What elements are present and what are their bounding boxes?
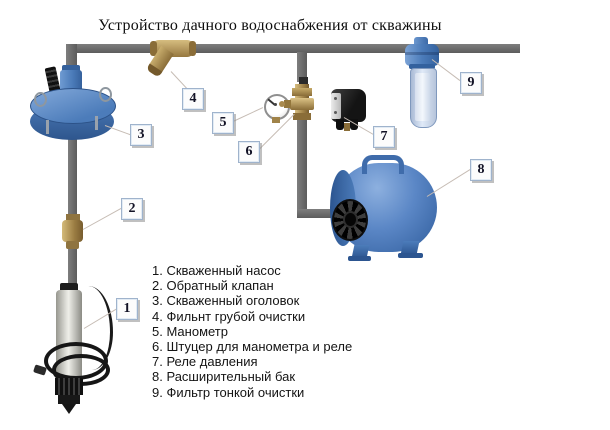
fine-filter-head	[405, 44, 439, 66]
legend-item: 8. Расширительный бак	[152, 369, 296, 385]
fine-filter-collar	[409, 64, 435, 69]
well-head-clamp	[62, 65, 80, 72]
expansion-tank-foot	[398, 253, 423, 258]
manifold-hex	[290, 98, 314, 110]
well-head-bolt	[46, 120, 49, 134]
pump-tip	[62, 404, 76, 414]
fine-filter-cartridge	[415, 73, 430, 121]
diagram-title: Устройство дачного водоснабжения от сква…	[98, 17, 442, 34]
pipe-well-vertical	[68, 134, 77, 286]
pipe-elbow-to-well-head	[66, 44, 77, 71]
pump-cable	[78, 286, 113, 370]
callout-3: 3	[130, 124, 152, 146]
well-head-eye-hook	[34, 92, 47, 107]
manifold-plug	[299, 77, 308, 85]
legend: 1. Скваженный насос 2. Обратный клапан 3…	[152, 263, 352, 400]
legend-item: 9. Фильтр тонкой очистки	[152, 384, 305, 400]
expansion-tank-flange-hub	[343, 211, 358, 228]
check-valve-top-nut	[66, 214, 80, 221]
callout-7: 7	[373, 126, 395, 148]
callout-2: 2	[121, 198, 143, 220]
legend-item: 2. Обратный клапан	[152, 278, 274, 294]
coarse-filter-left-cap	[150, 41, 157, 56]
pump-top-cap	[60, 283, 78, 292]
coarse-filter-right-cap	[189, 41, 196, 56]
legend-item: 5. Манометр	[152, 323, 228, 339]
legend-item: 4. Фильнт грубой очистки	[152, 308, 306, 324]
leader-line-2	[82, 207, 122, 230]
pressure-switch-cable-gland	[350, 119, 358, 130]
pipe-to-tank	[297, 209, 345, 218]
pressure-gauge-hub	[274, 103, 277, 106]
legend-item: 6. Штуцер для манометра и реле	[152, 339, 353, 355]
pipe-top-horizontal	[66, 44, 520, 53]
well-head-bolt	[95, 116, 98, 130]
check-valve	[62, 220, 83, 242]
pressure-switch-screw	[334, 97, 337, 100]
callout-6: 6	[238, 141, 260, 163]
manifold-bottom-nut	[293, 113, 311, 120]
manifold-left-nub	[279, 101, 285, 107]
callout-8: 8	[470, 159, 492, 181]
pressure-switch-nipple	[344, 123, 350, 131]
pipe-tee-upper	[297, 52, 307, 82]
pressure-switch-screw	[334, 111, 337, 114]
leader-line-5	[232, 107, 264, 122]
expansion-tank-foot	[348, 256, 371, 261]
fine-filter-ridge	[405, 52, 439, 55]
callout-9: 9	[460, 72, 482, 94]
check-valve-bottom-nut	[66, 241, 79, 249]
legend-item: 3. Скваженный оголовок	[152, 293, 300, 309]
pressure-switch-cable-gland	[336, 119, 344, 130]
pump-taper	[58, 395, 80, 404]
callout-5: 5	[212, 112, 234, 134]
manifold-left-port	[284, 100, 291, 108]
pressure-switch-side-panel	[331, 93, 341, 119]
manifold-top-nut	[292, 88, 312, 96]
expansion-tank-handle	[362, 155, 404, 174]
callout-4: 4	[182, 88, 204, 110]
legend-item: 1. Скваженный насос	[152, 263, 281, 278]
fine-filter-top-nut	[414, 37, 428, 46]
leader-line-8	[426, 169, 471, 197]
well-head-eye-hook	[99, 87, 112, 102]
pipe-tee-lower	[297, 120, 307, 218]
pump-motor-section	[55, 378, 83, 395]
callout-1: 1	[116, 298, 138, 320]
pressure-gauge-stub	[272, 117, 280, 123]
legend-item: 7. Реле давления	[152, 354, 258, 370]
